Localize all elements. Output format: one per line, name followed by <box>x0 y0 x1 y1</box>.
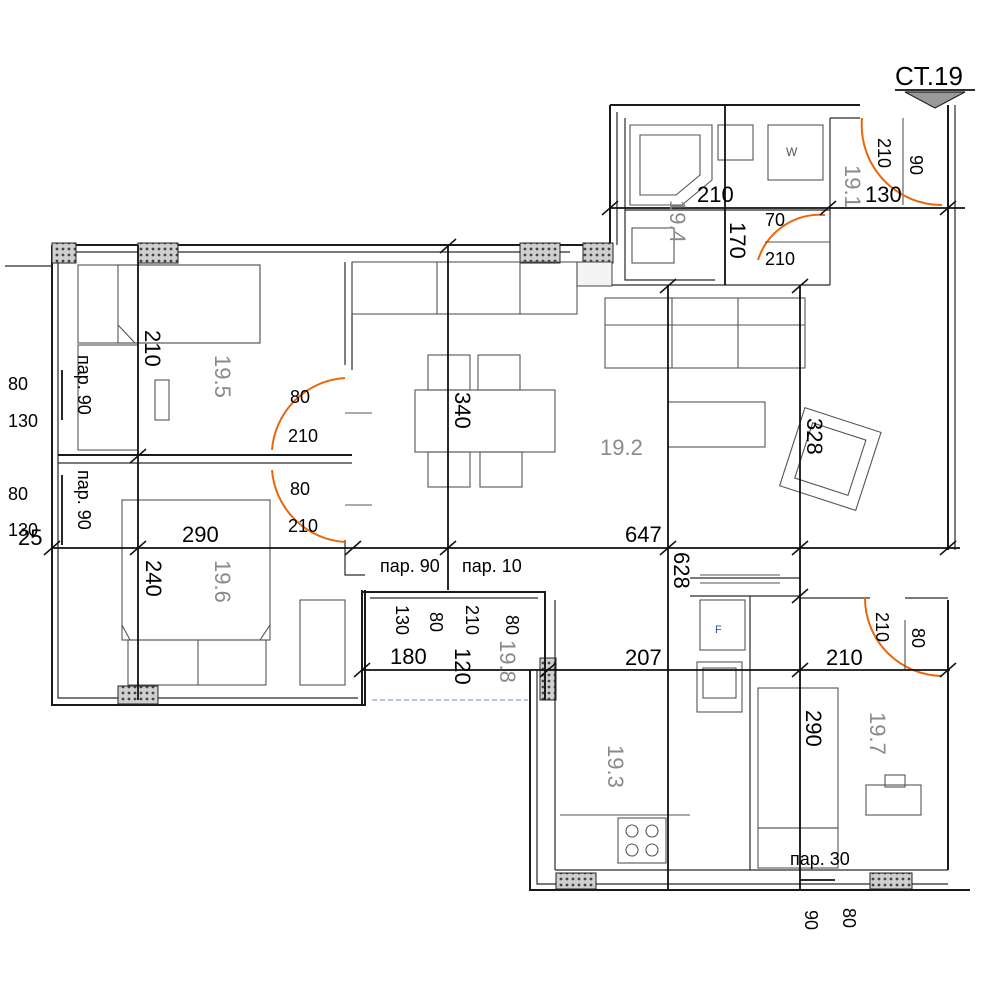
room-labels: 19.1 19.2 19.3 19.4 19.5 19.6 19.7 19.8 <box>210 165 890 788</box>
room-label-19-2: 19.2 <box>600 435 643 460</box>
room-label-19-3: 19.3 <box>603 745 628 788</box>
dim-balcony-par2: пар. 10 <box>462 556 522 576</box>
dim-balcony-v2: 80 <box>426 612 446 632</box>
furniture <box>77 118 922 869</box>
dim-door-b-w: 80 <box>290 479 310 499</box>
dimension-lines <box>43 105 965 890</box>
dim-living-width: 647 <box>625 522 662 547</box>
room-label-19-4: 19.4 <box>665 200 690 243</box>
room-label-19-1: 19.1 <box>840 165 865 208</box>
dim-window1-par: пар. 90 <box>74 355 94 415</box>
dim-bottom-v1: 90 <box>801 910 821 930</box>
room-label-19-5: 19.5 <box>210 355 235 398</box>
room-label-19-6: 19.6 <box>210 560 235 603</box>
outer-walls <box>5 104 970 891</box>
dim-window2-h: 130 <box>8 520 38 540</box>
dim-window2-w: 80 <box>8 484 28 504</box>
dim-door-a-h: 210 <box>288 426 318 446</box>
dim-window2-par: пар. 90 <box>74 470 94 530</box>
dimension-labels: 210 130 210 90 170 70 210 210 340 80 210… <box>8 138 928 930</box>
dim-balcony-w: 180 <box>390 644 427 669</box>
room-label-19-7: 19.7 <box>865 712 890 755</box>
dim-wc-door-w: 90 <box>906 155 926 175</box>
dim-wall-25: 25 <box>18 525 42 550</box>
dim-hall-door-h: 210 <box>765 249 795 269</box>
room-label-19-8: 19.8 <box>495 640 520 683</box>
section-marker: CT.19 <box>895 61 975 109</box>
dim-hall-height: 628 <box>669 552 694 589</box>
dim-bed2-height: 240 <box>141 560 166 597</box>
dim-balcony-par1: пар. 90 <box>380 556 440 576</box>
dim-balcony-v4: 80 <box>502 615 522 635</box>
dim-bottom-v2: 80 <box>839 908 859 928</box>
dim-living-height: 340 <box>450 392 475 429</box>
dim-armchair: 328 <box>802 418 827 455</box>
dim-bed3-door-w: 80 <box>908 628 928 648</box>
dim-window1-h: 130 <box>8 411 38 431</box>
fridge-label: F <box>715 624 722 636</box>
dim-bed3-width: 210 <box>826 645 863 670</box>
dim-bed3-door-h: 210 <box>872 612 892 642</box>
dim-wc-door-h: 210 <box>874 138 894 168</box>
section-marker-label: CT.19 <box>895 61 963 91</box>
dim-bath-width: 210 <box>697 182 734 207</box>
dim-bed2-width: 290 <box>182 522 219 547</box>
washer-label: W <box>786 145 798 159</box>
dim-hall-door-w: 70 <box>765 210 785 230</box>
dim-hall-small-h: 170 <box>725 222 750 259</box>
interior-walls <box>58 117 948 870</box>
dim-balcony-v3: 210 <box>462 605 482 635</box>
dim-bed1-height: 210 <box>140 330 165 367</box>
dim-balcony-v1: 130 <box>392 605 412 635</box>
doors <box>271 117 943 677</box>
dim-kitchen-width: 207 <box>625 645 662 670</box>
dim-balcony-h: 120 <box>450 648 475 685</box>
dim-door-a-w: 80 <box>290 387 310 407</box>
dim-window1-w: 80 <box>8 374 28 394</box>
dim-door-b-h: 210 <box>288 516 318 536</box>
wall-columns <box>51 242 913 890</box>
dim-wc-width: 130 <box>865 182 902 207</box>
dim-bottom-par: пар. 30 <box>790 849 850 869</box>
dim-bed3-height: 290 <box>801 710 826 747</box>
